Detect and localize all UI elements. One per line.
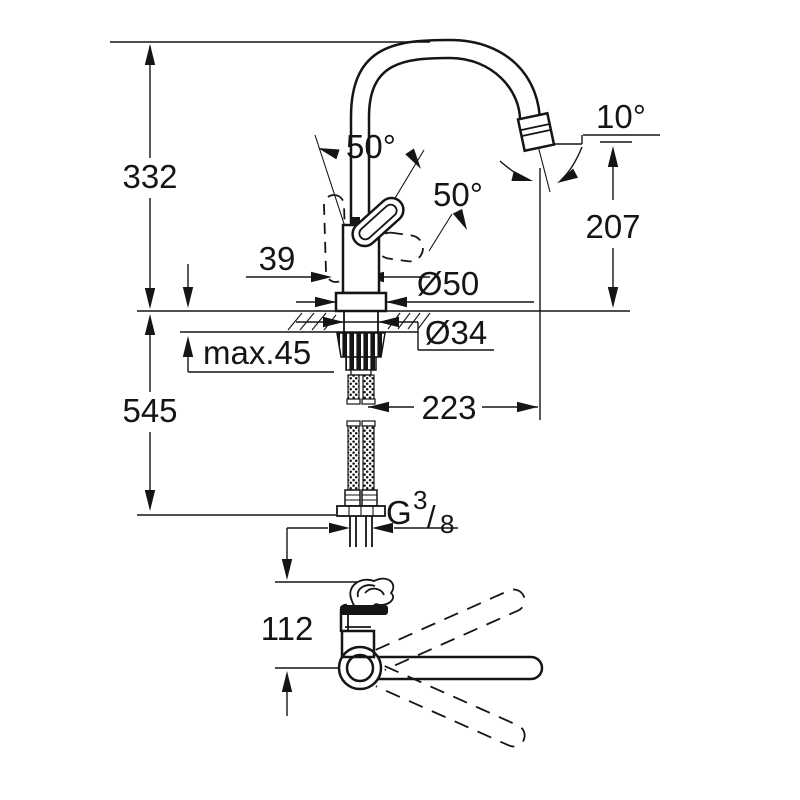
cartridge-mark [350,217,360,225]
arrow-left-icon [378,316,399,328]
dimension-545: 545 [122,314,178,511]
side-view: 332 545 max.45 39 Ø50 [110,38,660,580]
arrow-up-icon [144,314,156,335]
label-207: 207 [585,208,640,245]
arrow-right-icon [329,522,350,534]
top-view: 112 [261,577,544,748]
mounting-nut [336,332,386,358]
label-223: 223 [421,389,476,426]
label-332: 332 [122,158,177,195]
handle-dashed-down-position [376,231,424,263]
supply-hoses [346,374,376,491]
arrow-right-icon [311,271,332,283]
arrow-down-right-icon [405,148,421,169]
dimension-g38: G 3 / 8 [281,485,458,580]
dimension-d34: Ø34 [296,314,494,351]
arrow-down-icon [144,288,156,309]
label-10deg: 10° [596,98,646,135]
dimension-207: 207 [585,141,641,308]
dimension-10deg: 10° [499,98,660,193]
spout-outer-curve [349,38,542,127]
arrow-right-icon [517,401,538,413]
lever-bar [340,605,388,615]
dimension-332: 332 [122,44,178,309]
dimension-50deg-lever: 50° [428,176,483,252]
arrow-down-icon [607,287,619,308]
dimension-112: 112 [261,610,314,716]
spout-plan-dashed-down [375,665,526,748]
label-max45: max.45 [203,334,311,371]
thread-ends [349,516,373,547]
arrow-right-icon [323,316,344,328]
label-50deg-1: 50° [346,128,396,165]
arrow-down-right-icon [452,208,467,230]
arrow-up-icon [182,336,194,357]
hose-connectors [336,489,386,517]
faucet-base [334,291,388,313]
dimension-d50: Ø50 [296,265,534,308]
label-thread-denominator: 8 [440,509,454,539]
swivel-circle-inner [345,653,375,683]
arrow-down-icon [281,559,293,580]
dimension-223: 223 [368,389,538,426]
spout-plan-dashed-up [375,588,526,671]
label-545: 545 [122,392,177,429]
label-50deg-2: 50° [433,176,483,213]
label-112: 112 [261,610,314,647]
arrow-up-icon [144,44,156,65]
faucet-top-view [337,577,544,748]
arrow-left-icon [368,401,389,413]
spout-plan-solid [378,655,544,681]
swivel-circle-outer [337,645,383,691]
label-thread-numerator: 3 [413,485,427,515]
lever-knob-sketch [349,577,395,611]
arrow-up-icon [281,671,293,692]
arrow-right-icon [315,296,336,308]
label-thread-g: G [386,494,412,531]
mounting-nut-collar [345,356,377,371]
dimension-max45: max.45 [182,264,334,373]
label-39: 39 [259,240,296,277]
arrow-down-icon [182,287,194,308]
spout-outlet [516,111,556,153]
label-d50: Ø50 [417,265,479,302]
handle-lever-solid [351,196,405,248]
arrow-down-icon [144,490,156,511]
riser-pipe [349,117,371,223]
arrow-left-icon [557,168,578,183]
arrow-right-icon [511,170,533,181]
handle-dashed-open-position [323,194,347,283]
dimension-39: 39 [246,240,430,292]
dimension-50deg-swivel: 50° [314,128,425,249]
nut-step [350,369,372,376]
faucet-side-view [323,38,556,547]
mounting-shank [343,311,379,333]
arrow-up-icon [607,146,619,167]
spout-inner-curve [367,56,522,123]
label-thread-slash: / [427,499,436,534]
arrow-left-icon [372,522,393,534]
label-d34: Ø34 [425,314,487,351]
lever-support [339,603,348,632]
arrow-left-icon [318,148,340,160]
arrow-left-icon [386,296,407,308]
